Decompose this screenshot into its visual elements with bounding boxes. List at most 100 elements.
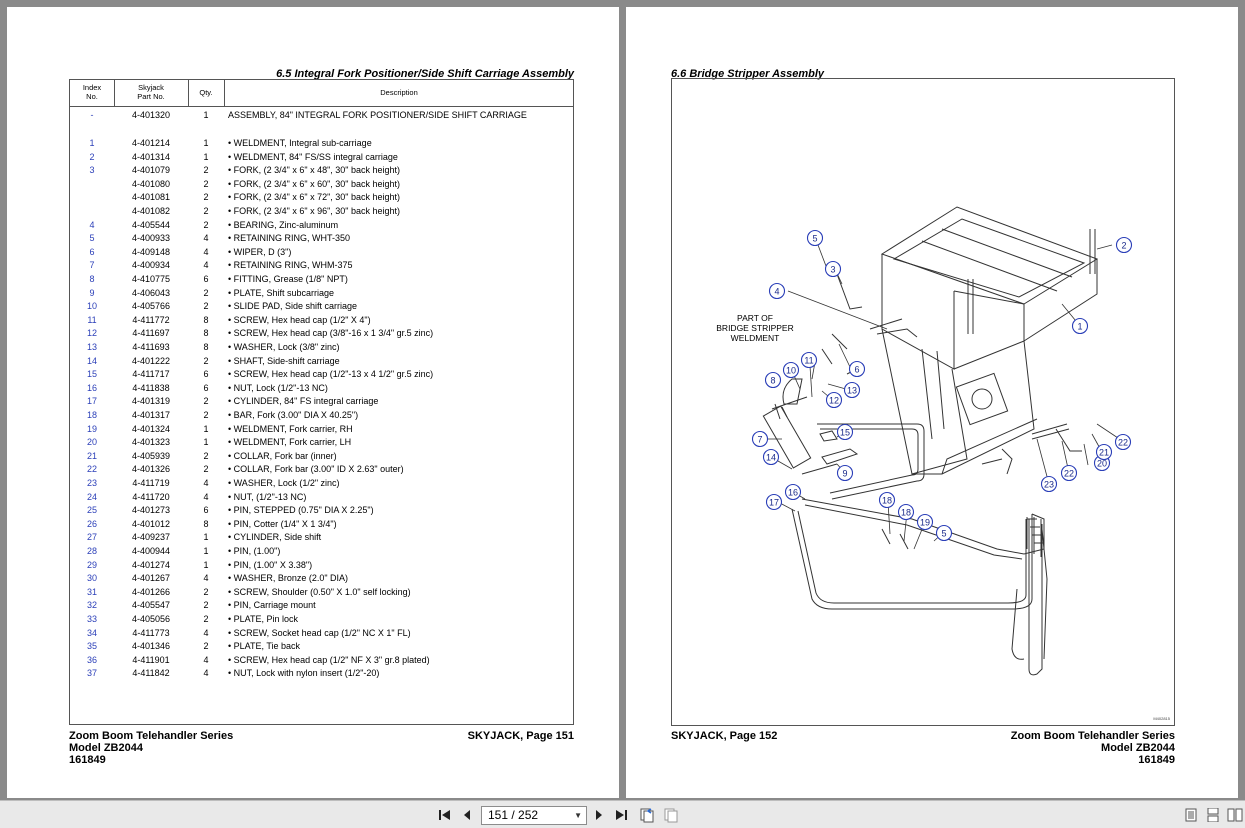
exploded-view-drawing: PART OF BRIDGE STRIPPER WELDMENT M402815… [716, 206, 1171, 721]
weldment-label-line3: WELDMENT [731, 333, 780, 343]
row-description: • NUT, (1/2"-13 NC) [228, 491, 307, 502]
row-qty: 8 [203, 314, 209, 325]
row-qty: 2 [203, 464, 209, 475]
footer-series: Zoom Boom Telehandler Series [69, 730, 234, 742]
row-index: 31 [86, 586, 97, 597]
callout-circle [836, 464, 854, 482]
row-qty: 1 [203, 437, 209, 448]
prev-view-button[interactable] [637, 805, 657, 825]
row-part-no: 4-411697 [132, 328, 170, 339]
row-index: 14 [86, 355, 97, 366]
continuous-view-button[interactable] [1203, 805, 1223, 825]
row-description: • PIN, Carriage mount [228, 600, 316, 611]
row-part-no: 4-401081 [131, 192, 171, 203]
next-page-button[interactable] [589, 805, 609, 825]
footer-doc-no: 161849 [69, 754, 106, 766]
row-description: • FORK, (2 3/4" x 6" x 96", 30" back hei… [228, 206, 401, 216]
last-page-button[interactable] [611, 805, 631, 825]
callout-label: 6 [854, 364, 859, 374]
callout-circle [782, 361, 800, 379]
row-qty: 2 [203, 600, 209, 611]
footer-doc-no: 161849 [1138, 754, 1175, 766]
prev-page-icon [464, 810, 470, 820]
row-index: 28 [86, 546, 97, 556]
row-part-no: 4-405547 [131, 600, 171, 611]
callout-label: 23 [1044, 479, 1054, 489]
column-separator [188, 80, 189, 106]
row-qty: 4 [203, 246, 209, 257]
footer-series-block: Zoom Boom Telehandler Series Model ZB204… [1011, 730, 1175, 766]
drawing-id: M402815 [1153, 716, 1170, 721]
row-index: 7 [89, 260, 95, 271]
row-qty: 2 [203, 165, 209, 176]
row-qty: 6 [203, 505, 209, 516]
row-part-no: 4-401273 [131, 505, 171, 516]
footer-series: Zoom Boom Telehandler Series [1010, 730, 1175, 742]
row-index: 16 [86, 382, 97, 393]
callout-circle [1095, 443, 1113, 461]
row-part-no: 4-405766 [131, 301, 171, 312]
row-qty: 8 [203, 342, 209, 352]
row-description: • SCREW, Hex head cap (1/2"-13 x 4 1/2" … [228, 369, 434, 380]
row-qty: 1 [203, 532, 209, 543]
row-qty: 2 [203, 614, 209, 624]
row-description: • PIN, (1.00") [228, 546, 281, 556]
callout-circle [800, 351, 818, 369]
prev-page-button[interactable] [457, 805, 477, 825]
footer-series-block: Zoom Boom Telehandler Series Model ZB204… [69, 730, 233, 766]
callout-label: 22 [1064, 468, 1074, 478]
row-qty: 1 [203, 423, 209, 434]
row-index: 22 [86, 464, 97, 475]
row-qty: 1 [203, 151, 209, 162]
callout-label: 14 [766, 452, 776, 462]
row-part-no: 4-411772 [132, 314, 170, 325]
row-qty: 2 [203, 355, 209, 366]
row-part-no: 4-411773 [132, 627, 170, 638]
row-description: • FITTING, Grease (1/8" NPT) [228, 274, 348, 284]
row-qty: 4 [203, 233, 209, 244]
callout-circle [1071, 317, 1089, 335]
footer-page-label: SKYJACK, Page 151 [467, 730, 574, 742]
next-view-button[interactable] [661, 805, 681, 825]
row-part-no: 4-410775 [131, 274, 171, 284]
callout-circle [1060, 464, 1078, 482]
first-page-button[interactable] [435, 805, 455, 825]
callout-label: 19 [920, 517, 930, 527]
row-qty: 2 [203, 287, 209, 298]
row-qty: 2 [203, 178, 209, 189]
page-number-selector[interactable]: 151 / 252 ▼ [481, 806, 587, 825]
facing-view-button[interactable] [1225, 805, 1245, 825]
row-index: 3 [89, 165, 95, 176]
row-description: • COLLAR, Fork bar (3.00" ID X 2.63" out… [228, 464, 404, 475]
last-page-icon [616, 810, 627, 820]
row-qty: 6 [203, 369, 209, 380]
callout-label: 15 [840, 427, 850, 437]
row-part-no: 4-409237 [131, 532, 171, 543]
row-part-no: 4-401082 [131, 206, 171, 216]
single-page-view-button[interactable] [1181, 805, 1201, 825]
section-title: 6.6 Bridge Stripper Assembly [671, 68, 825, 80]
bridge-stripper-diagram: PART OF BRIDGE STRIPPER WELDMENT M402815… [671, 78, 1175, 726]
row-part-no: 4-401012 [131, 518, 171, 529]
row-qty: 8 [203, 328, 209, 339]
row-qty: 4 [203, 627, 209, 638]
row-description: • WASHER, Lock (1/2" zinc) [228, 478, 340, 488]
row-qty: 1 [203, 546, 209, 556]
row-part-no: 4-401274 [131, 559, 171, 570]
row-part-no: 4-401079 [131, 165, 171, 176]
row-part-no: 4-411717 [132, 369, 170, 380]
